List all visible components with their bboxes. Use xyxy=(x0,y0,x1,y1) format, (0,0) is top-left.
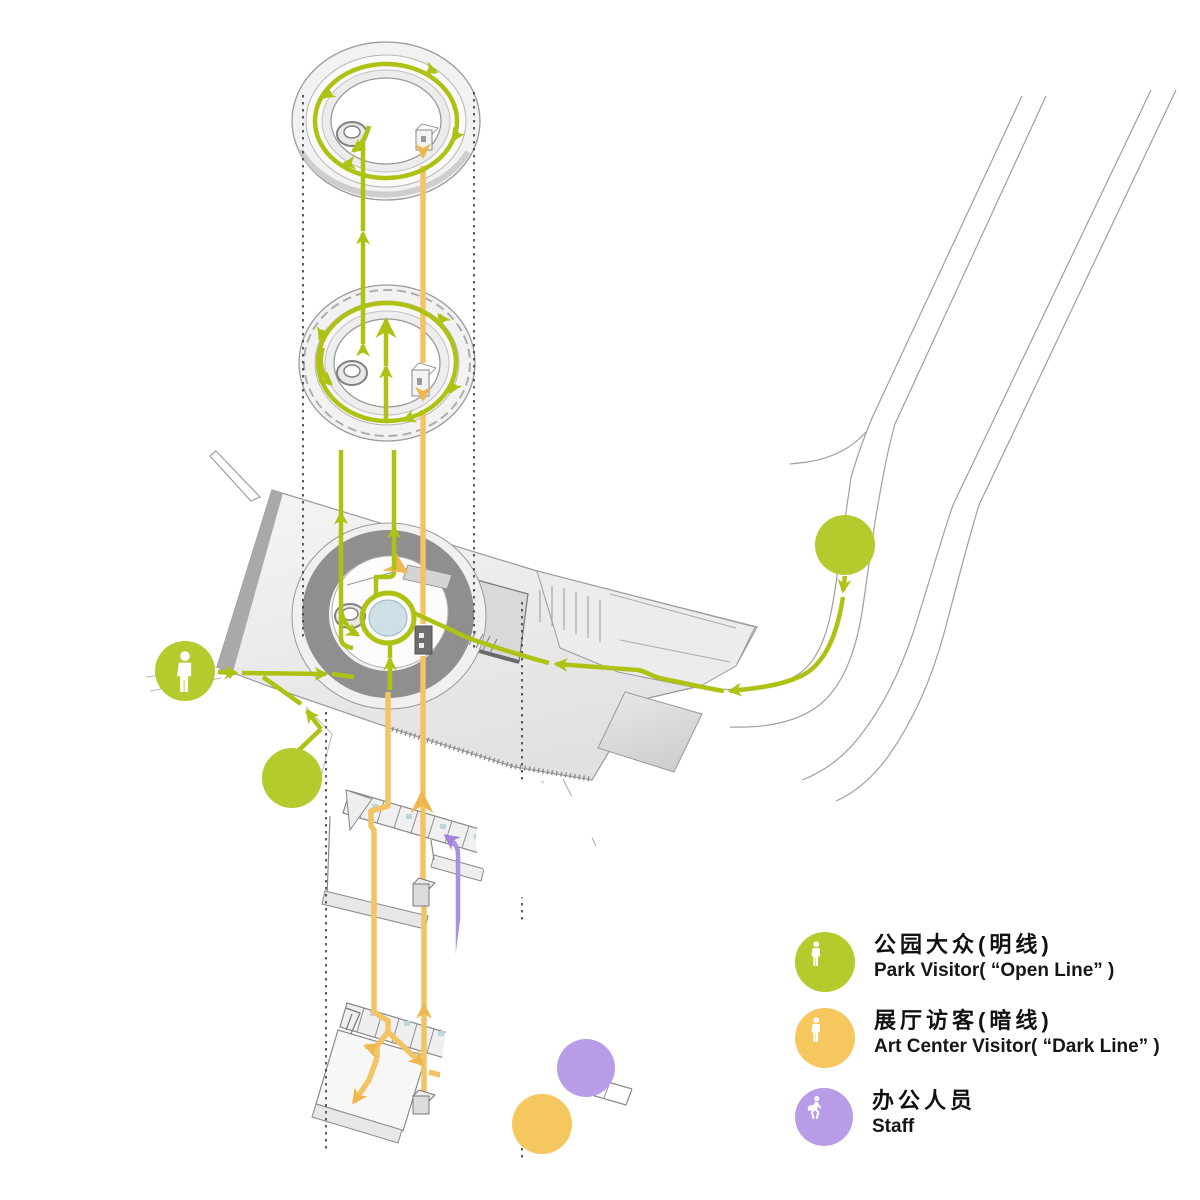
road-edge xyxy=(715,95,1023,691)
legend-label-en: Staff xyxy=(872,1116,915,1137)
person-markers xyxy=(155,515,1161,1200)
spiral-ramp-lower xyxy=(336,360,368,386)
legend-item-art-center-visitor: 展厅访客(暗线) Art Center Visitor( “Dark Line”… xyxy=(795,1008,1160,1068)
open-loop-upper xyxy=(312,61,460,181)
legend-label-en: Art Center Visitor( “Dark Line” ) xyxy=(874,1036,1160,1057)
b2-gable xyxy=(345,1007,361,1037)
b1-link-wall xyxy=(430,839,435,861)
b2-south-wall xyxy=(311,1103,403,1144)
path-wedge-northwest xyxy=(209,450,262,502)
ground-level-plan xyxy=(216,489,758,782)
southwest-approach xyxy=(297,727,323,752)
road-edge xyxy=(801,89,1152,781)
lift-pedestal-b1 xyxy=(412,877,436,907)
west-approach xyxy=(217,665,239,680)
roof-steps xyxy=(539,586,601,642)
b1-west-wall xyxy=(326,815,331,898)
slab-west-shadow xyxy=(217,490,283,679)
open-line-path xyxy=(217,61,852,752)
dark-line-path xyxy=(351,143,532,1115)
b1-gable xyxy=(345,789,373,832)
legend-label-en: Park Visitor( “Open Line” ) xyxy=(874,960,1115,981)
east-approach xyxy=(837,575,852,594)
east-wing-roof-lines xyxy=(609,593,737,663)
retaining-wall-hatch xyxy=(391,726,591,782)
legend-item-park-visitor: 公园大众(明线) Park Visitor( “Open Line” ) xyxy=(795,932,1114,992)
lift-pedestal-b2 xyxy=(412,1089,436,1115)
park-visitor-legend-icon xyxy=(795,932,855,992)
dark-line-trunk xyxy=(368,692,391,1058)
pool-loop xyxy=(359,590,417,646)
park-visitor-icon-southwest xyxy=(262,748,608,1200)
elevator-box-courtyard xyxy=(414,625,433,655)
road-edge xyxy=(835,89,1177,802)
road-branch xyxy=(789,431,867,465)
art-center-visitor-icon xyxy=(512,1094,858,1200)
staff-legend-icon xyxy=(795,1088,853,1146)
park-visitor-icon-west xyxy=(155,641,215,701)
south-ramp xyxy=(597,691,703,773)
legend-label-zh: 展厅访客(暗线) xyxy=(874,1008,1053,1033)
park-visitor-icon-east xyxy=(815,515,1161,1040)
staff-icon xyxy=(557,1039,952,1200)
legend-label-zh: 公园大众(明线) xyxy=(874,932,1053,957)
road-edge xyxy=(729,95,1047,728)
courtyard-bridge xyxy=(402,564,453,590)
legend-item-staff: 办公人员 Staff xyxy=(795,1088,976,1146)
legend-label-zh: 办公人员 xyxy=(872,1088,977,1113)
reflecting-pool xyxy=(368,599,408,637)
art-center-visitor-legend-icon xyxy=(795,1008,855,1068)
